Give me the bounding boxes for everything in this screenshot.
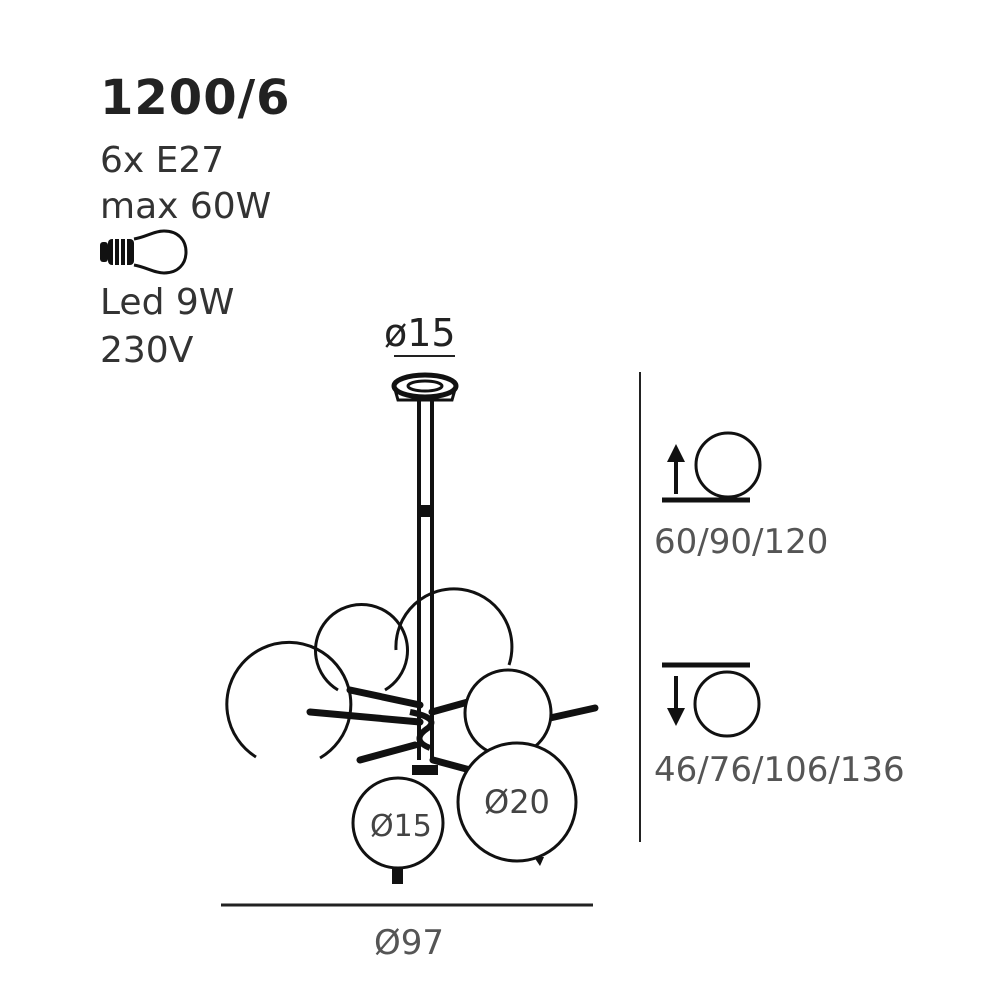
drop-heights-label: 46/76/106/136: [654, 750, 905, 790]
canopy: [391, 372, 459, 402]
globe-top-right: [394, 587, 514, 666]
large-globe-label: Ø20: [484, 783, 550, 821]
drop-down-icon: [662, 662, 761, 738]
small-globe-label: Ø15: [370, 809, 432, 844]
led-spec: Led 9W: [100, 282, 235, 323]
arms: [306, 686, 599, 774]
socket-spec: 6x E27: [100, 140, 225, 181]
canopy-diameter-label: ø15: [384, 311, 456, 355]
hub-collar: [412, 765, 438, 775]
overall-width-label: Ø97: [374, 923, 445, 963]
globe-left: [225, 640, 353, 760]
finial-right: [534, 857, 544, 866]
rod-up-icon: [662, 431, 762, 503]
led-bulb-icon: [100, 229, 188, 275]
model-number: 1200/6: [100, 70, 291, 126]
arm-hub: [409, 709, 435, 751]
globe-top-left: [314, 603, 409, 692]
rod-lengths-label: 60/90/120: [654, 522, 829, 562]
stem-rod: [417, 400, 434, 760]
max-power-spec: max 60W: [100, 186, 272, 227]
voltage-spec: 230V: [100, 330, 194, 371]
finial-left: [392, 868, 403, 884]
globe-large: [456, 741, 578, 863]
globes: [225, 587, 578, 870]
